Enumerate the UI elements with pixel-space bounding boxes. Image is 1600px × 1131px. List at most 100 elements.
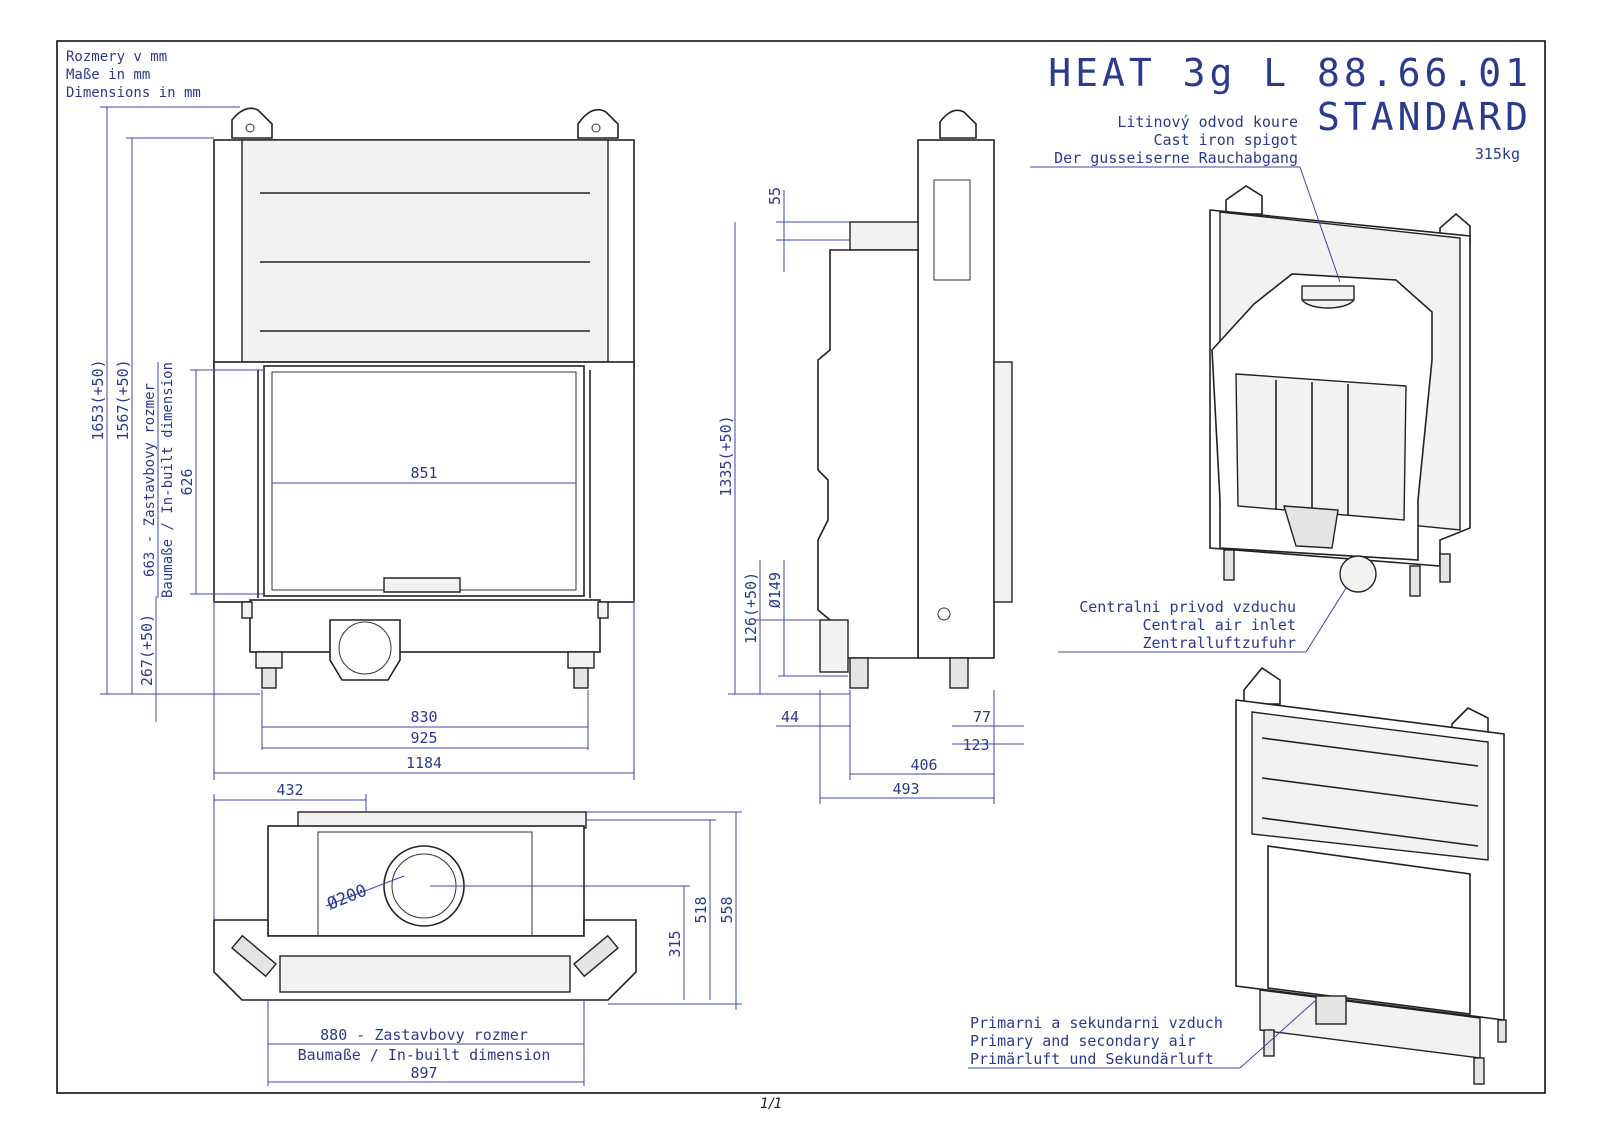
base-bracket-left <box>241 601 253 619</box>
dim-626-label: 626 <box>178 468 196 495</box>
dim-267-label: 267(+50) <box>138 614 156 686</box>
firebox-window <box>263 365 585 597</box>
leg-left <box>255 651 283 669</box>
primary-air-cz: Primarni a sekundarni vzduch <box>970 1014 1223 1032</box>
iso1-ash-box <box>1283 505 1339 549</box>
iso2-slot-2 <box>1261 777 1479 807</box>
base-bracket-right <box>597 601 609 619</box>
units-de: Maße in mm <box>66 67 150 83</box>
central-air-leader <box>1305 587 1347 653</box>
iso2-air-control <box>1315 995 1347 1025</box>
iso-view-front <box>1235 666 1507 1085</box>
dim-1567-label: 1567(+50) <box>114 359 132 440</box>
front-hood-panel <box>241 139 609 363</box>
side-door-edge <box>993 361 1013 603</box>
model-title: HEAT 3g L 88.66.01 <box>1048 51 1532 95</box>
side-panel-window <box>933 179 971 281</box>
side-leg-front <box>849 657 869 689</box>
iso-view-rear <box>1209 185 1471 597</box>
dim-123-label: 123 <box>962 736 989 754</box>
dim-406-label: 406 <box>910 756 937 774</box>
side-hook <box>939 109 977 139</box>
dim-830-label: 830 <box>410 708 437 726</box>
callout-central-air: Centralni privod vzduchu Central air inl… <box>1058 587 1347 653</box>
primary-air-leader <box>1239 999 1317 1069</box>
dim-663-label: 663 - Zastavbovy rozmer <box>142 383 158 577</box>
front-base <box>249 599 601 653</box>
units-block: Rozmery v mm Maße in mm Dimensions in mm <box>66 49 201 101</box>
dim-55-label: 55 <box>766 187 784 205</box>
central-air-de: Zentralluftzufuhr <box>1142 634 1296 652</box>
iso1-leg-2 <box>1409 565 1421 597</box>
iso2-hood <box>1251 711 1489 861</box>
dim-432-label: 432 <box>276 781 303 799</box>
top-base-channel <box>279 955 571 993</box>
iso2-leg-1 <box>1263 1029 1275 1057</box>
top-bracket-left <box>231 934 277 978</box>
dim-149-label: Ø149 <box>766 572 784 608</box>
iso1-grid <box>1235 373 1407 521</box>
callout-primary-air: Primarni a sekundarni vzduch Primary and… <box>968 999 1317 1069</box>
side-body <box>817 249 919 659</box>
iso1-leg-1 <box>1223 549 1235 581</box>
front-view <box>213 107 635 689</box>
side-view-dimensions: 55 1335(+50) 126(+50) Ø149 44 77 123 406… <box>717 187 1024 804</box>
side-air-inlet <box>819 619 849 673</box>
spigot-leader <box>1299 166 1341 283</box>
iso1-hook-left <box>1225 185 1263 215</box>
iso2-leg-2 <box>1473 1057 1485 1085</box>
side-frame <box>917 139 995 659</box>
dim-897-label: 897 <box>410 1064 437 1082</box>
top-view <box>213 811 637 1001</box>
side-leg-rear <box>949 657 969 689</box>
lifting-hook-left <box>231 107 273 139</box>
central-air-en: Central air inlet <box>1142 616 1296 634</box>
title-block: HEAT 3g L 88.66.01 STANDARD 315kg <box>1048 51 1532 163</box>
hook-hole-left <box>245 123 255 133</box>
leg-foot-left <box>261 667 277 689</box>
dim-126-label: 126(+50) <box>742 572 760 644</box>
iso2-leg-3 <box>1497 1019 1507 1043</box>
top-view-dimensions: 432 Ø200 315 518 558 880 - Zastavbovy ro… <box>213 781 742 1086</box>
spigot-de: Der gusseiserne Rauchabgang <box>1054 149 1298 167</box>
lifting-hook-right <box>577 108 619 139</box>
dim-1184-label: 1184 <box>406 754 442 772</box>
front-air-inlet-ring <box>338 621 392 675</box>
drawing-frame <box>56 40 1546 1094</box>
dim-558-label: 558 <box>718 896 736 923</box>
iso1-flue-collar <box>1301 285 1355 301</box>
dim-1653-label: 1653(+50) <box>89 359 107 440</box>
spigot-cz: Litinový odvod koure <box>1117 113 1298 131</box>
hook-hole-right <box>591 123 601 133</box>
primary-air-en: Primary and secondary air <box>970 1032 1196 1050</box>
central-air-cz: Centralni privod vzduchu <box>1079 598 1296 616</box>
iso1-air-inlet <box>1339 555 1377 593</box>
dim-851-label: 851 <box>410 464 437 482</box>
leg-right <box>567 651 595 669</box>
leg-foot-right <box>573 667 589 689</box>
dim-518-label: 518 <box>692 896 710 923</box>
callout-spigot: Litinový odvod koure Cast iron spigot De… <box>1030 113 1341 283</box>
units-cz: Rozmery v mm <box>66 49 167 65</box>
front-air-inlet <box>329 619 401 681</box>
door-handle <box>383 577 461 593</box>
front-view-dimensions: 1653(+50) 1567(+50) 663 - Zastavbovy roz… <box>89 106 635 780</box>
dim-77-label: 77 <box>973 708 991 726</box>
dim-44-label: 44 <box>781 708 799 726</box>
weight-label: 315kg <box>1475 145 1520 163</box>
iso2-glass <box>1267 845 1471 1015</box>
iso2-slot-3 <box>1261 817 1479 847</box>
dim-663-label-b: Baumaße / In-built dimension <box>160 362 176 598</box>
dim-925-label: 925 <box>410 729 437 747</box>
primary-air-de: Primärluft und Sekundärluft <box>970 1050 1214 1068</box>
dim-493-label: 493 <box>892 780 919 798</box>
top-bracket-right <box>573 934 619 978</box>
variant-title: STANDARD <box>1317 95 1532 139</box>
dim-1335-label: 1335(+50) <box>717 415 735 496</box>
dim-200-leader <box>325 875 405 907</box>
side-hole <box>937 607 951 621</box>
dim-880-label-b: Baumaße / In-built dimension <box>298 1046 551 1064</box>
iso2-slot-1 <box>1261 737 1479 767</box>
side-flue-top <box>849 221 919 251</box>
